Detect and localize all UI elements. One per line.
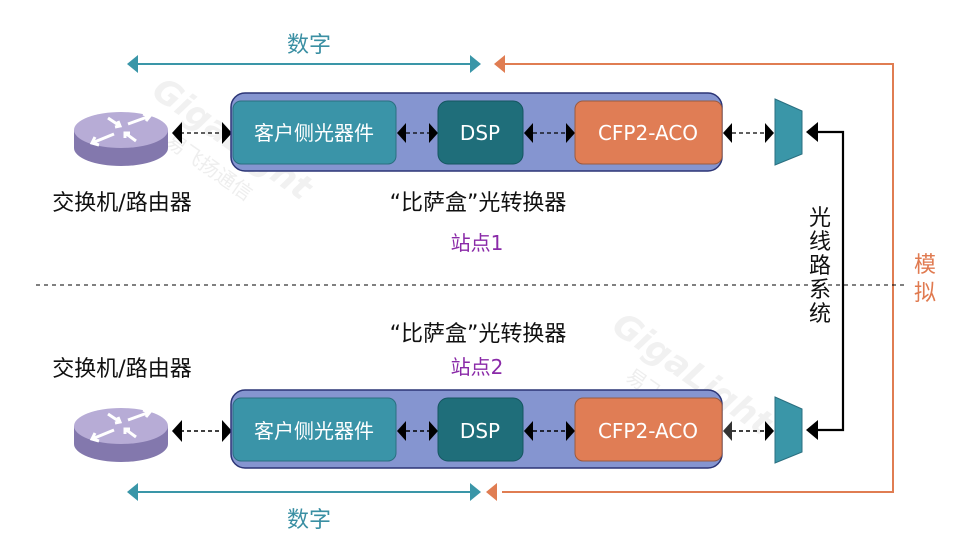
fiber-label-char-4: 系 — [809, 278, 831, 303]
digital-label-top: 数字 — [287, 33, 331, 58]
link-router-client — [172, 420, 232, 442]
digital-arrow-bottom — [127, 483, 481, 501]
analog-arrowhead-top — [494, 55, 505, 73]
station-1: 交换机/路由器 客户侧光器件 DSP CFP2-ACO — [52, 92, 803, 255]
fiber-system-label: 光 线 路 系 统 — [809, 206, 831, 327]
analog-label-char-2: 拟 — [914, 281, 936, 306]
router-label: 交换机/路由器 — [52, 357, 191, 382]
link-dsp-cfp2 — [524, 123, 575, 143]
arrowhead-right — [470, 55, 481, 73]
cfp2-aco-block — [574, 100, 723, 165]
dsp-block — [437, 100, 524, 165]
dsp-label: DSP — [460, 121, 500, 145]
link-cfp2-mux — [723, 123, 774, 143]
station-label: 站点2 — [451, 355, 504, 379]
client-optics-block — [232, 100, 397, 165]
dsp-label: DSP — [460, 419, 500, 443]
cfp2-aco-label: CFP2-ACO — [598, 121, 698, 145]
cfp2-aco-block — [574, 397, 723, 462]
station-2: “比萨盒”光转换器 站点2 交换机/路由器 客户侧光器件 DSP — [52, 322, 803, 533]
cfp2-aco-label: CFP2-ACO — [598, 419, 698, 443]
link-client-dsp — [397, 123, 438, 143]
converter-label: “比萨盒”光转换器 — [390, 322, 567, 347]
dsp-block — [437, 397, 524, 462]
link-dsp-cfp2 — [524, 421, 575, 441]
fiber-arrowhead-bottom — [806, 420, 818, 440]
link-cfp2-mux — [723, 421, 774, 441]
link-router-client — [172, 122, 232, 144]
mux-icon — [774, 98, 803, 166]
station-label: 站点1 — [451, 231, 504, 255]
fiber-arrowhead-top — [806, 122, 818, 142]
client-optics-block — [232, 397, 397, 462]
router-label: 交换机/路由器 — [52, 191, 191, 216]
fiber-label-char-5: 统 — [809, 302, 831, 327]
link-client-dsp — [397, 421, 438, 441]
digital-arrow-top — [127, 55, 481, 73]
fiber-label-char-2: 线 — [809, 230, 831, 255]
analog-arrowhead-bottom — [486, 483, 497, 501]
router-icon — [74, 408, 168, 462]
fiber-label-char-3: 路 — [809, 254, 831, 279]
arrowhead-left — [127, 55, 138, 73]
digital-label-bottom: 数字 — [287, 508, 331, 533]
arrowhead-left — [127, 483, 138, 501]
fiber-label-char-1: 光 — [809, 206, 831, 231]
mux-icon — [774, 396, 803, 464]
router-icon — [74, 112, 168, 166]
fiber-line — [806, 122, 845, 440]
client-optics-label: 客户侧光器件 — [254, 419, 374, 443]
converter-label: “比萨盒”光转换器 — [390, 191, 567, 216]
analog-loop — [486, 55, 894, 501]
analog-label-char-1: 模 — [914, 253, 936, 278]
client-optics-label: 客户侧光器件 — [254, 121, 374, 145]
arrowhead-right — [470, 483, 481, 501]
